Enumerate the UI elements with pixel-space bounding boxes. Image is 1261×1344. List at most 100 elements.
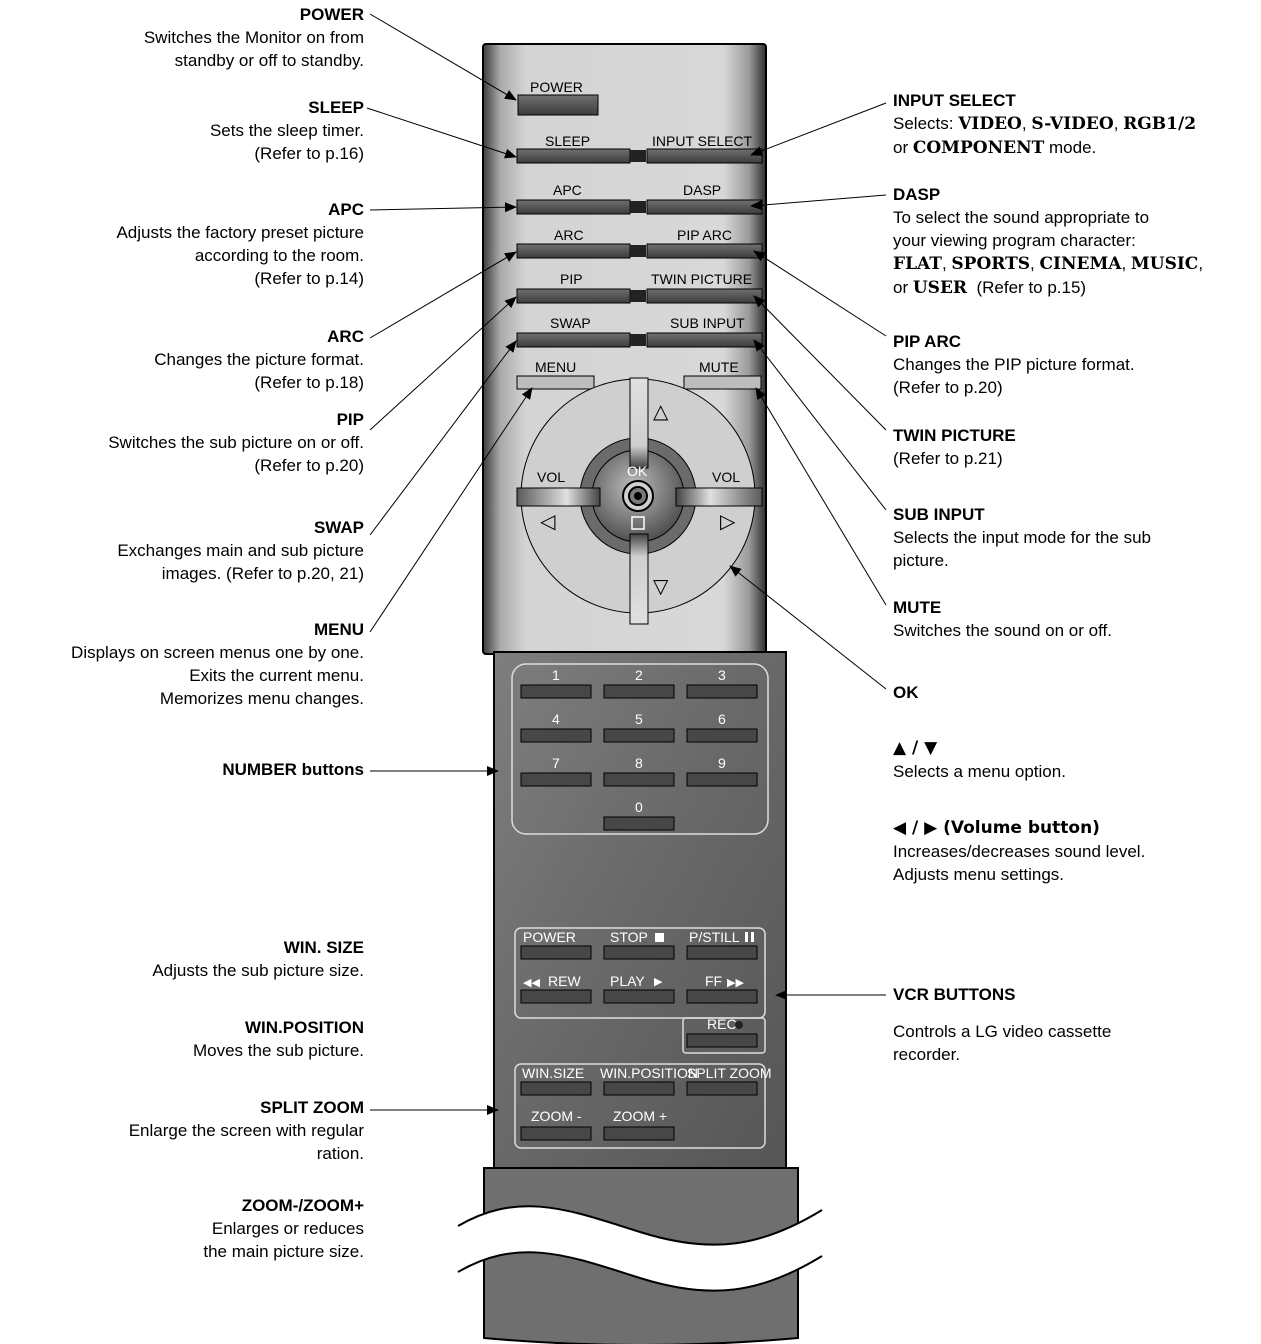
win-size-button[interactable]: WIN.SIZE <box>520 1065 592 1096</box>
annotation-text: Memorizes menu changes. <box>159 689 364 708</box>
annotation-text: Switches the sound on or off. <box>893 621 1112 640</box>
annotation-text: (Refer to p.18) <box>254 373 364 392</box>
annotation-text: (Refer to p.21) <box>893 449 1003 468</box>
annotation-title: SUB INPUT <box>893 505 985 524</box>
vcr-stop-button[interactable]: STOP <box>603 929 675 960</box>
sleep-button-label: SLEEP <box>545 133 590 149</box>
dasp-button[interactable]: DASP <box>646 182 763 215</box>
mode-name: USER <box>912 278 968 298</box>
vcr-pstill-button[interactable]: P/STILL <box>686 929 758 960</box>
annotation-text: Enlarge the screen with regular <box>128 1121 364 1140</box>
number-button-7[interactable]: 7 <box>520 755 592 787</box>
record-dot-icon <box>735 1021 743 1029</box>
power-button-label: POWER <box>530 79 583 95</box>
ok-button[interactable]: OK <box>622 463 654 530</box>
down-button[interactable]: ▽ <box>629 533 669 625</box>
number-button-9[interactable]: 9 <box>686 755 758 787</box>
annotation-volume: ◀ / ▶ (Volume button) Increases/decrease… <box>893 817 1145 886</box>
annotation-text: Exchanges main and sub picture <box>117 541 364 560</box>
vcr-ff-button[interactable]: FF ▶▶ <box>686 973 758 1004</box>
divider <box>630 334 646 346</box>
annotation-text: Changes the picture format. <box>154 350 364 369</box>
annotation-title: SLEEP <box>308 98 364 117</box>
left-arrow-icon: ◁ <box>539 509 556 533</box>
number-button-3[interactable]: 3 <box>686 667 758 699</box>
mode-name: SPORTS <box>951 254 1031 274</box>
annotation-dasp: DASP To select the sound appropriate to … <box>893 183 1253 300</box>
annotation-title: PIP ARC <box>893 332 962 351</box>
pip-arc-button[interactable]: PIP ARC <box>646 227 763 259</box>
win-position-button[interactable]: WIN.POSITION <box>600 1065 698 1096</box>
annotation-text: ration. <box>316 1144 364 1163</box>
input-select-button-label: INPUT SELECT <box>652 133 753 149</box>
annotation-title: INPUT SELECT <box>893 91 1016 110</box>
down-arrow-icon: ▽ <box>653 574 669 598</box>
annotation-power: POWER Switches the Monitor on from stand… <box>144 3 364 72</box>
dasp-button-label: DASP <box>683 182 721 198</box>
apc-button[interactable]: APC <box>516 182 631 215</box>
swap-button[interactable]: SWAP <box>516 315 631 348</box>
twin-picture-button[interactable]: TWIN PICTURE <box>646 271 763 304</box>
vol-right-button[interactable]: VOL ▷ <box>675 469 763 533</box>
annotation-text: Exits the current menu. <box>189 666 364 685</box>
annotation-text: Increases/decreases sound level. <box>893 842 1146 861</box>
vcr-power-button[interactable]: POWER <box>520 929 592 960</box>
input-select-button[interactable]: INPUT SELECT <box>646 133 763 164</box>
number-button-8[interactable]: 8 <box>603 755 675 787</box>
number-button-5[interactable]: 5 <box>603 711 675 743</box>
vol-left-button[interactable]: VOL ◁ <box>516 469 601 533</box>
annotation-title: TWIN PICTURE <box>893 426 1016 445</box>
annotation-apc: APC Adjusts the factory preset picture a… <box>116 198 364 290</box>
annotation-text: according to the room. <box>194 246 364 265</box>
up-button[interactable]: △ <box>629 377 669 469</box>
vcr-rew-button[interactable]: ◀◀ REW <box>520 973 592 1004</box>
annotation-title: SWAP <box>313 518 364 537</box>
menu-button-label: MENU <box>535 359 576 375</box>
win-position-label: WIN.POSITION <box>600 1065 698 1081</box>
annotation-text: images. (Refer to p.20, 21) <box>161 564 364 583</box>
split-zoom-button[interactable]: SPLIT ZOOM <box>686 1065 772 1096</box>
power-button[interactable]: POWER <box>517 79 599 116</box>
vcr-rec-button[interactable]: REC <box>682 1016 766 1054</box>
pip-arc-button-label: PIP ARC <box>677 227 732 243</box>
swap-button-label: SWAP <box>550 315 591 331</box>
mute-button[interactable]: MUTE <box>683 359 762 390</box>
annotation-title: WIN. SIZE <box>283 938 364 957</box>
annotation-text: Moves the sub picture. <box>192 1041 364 1060</box>
annotation-text: (Refer to p.14) <box>254 269 364 288</box>
number-button-4[interactable]: 4 <box>520 711 592 743</box>
annotation-title: MUTE <box>893 598 942 617</box>
annotation-title: WIN.POSITION <box>245 1018 364 1037</box>
zoom-plus-label: ZOOM + <box>613 1108 667 1124</box>
number-button-label: 4 <box>552 711 560 727</box>
annotation-pip-arc: PIP ARC Changes the PIP picture format. … <box>893 330 1135 399</box>
divider <box>630 150 646 162</box>
sleep-button[interactable]: SLEEP <box>516 133 631 164</box>
twin-picture-button-label: TWIN PICTURE <box>651 271 752 287</box>
annotation-up-down: ▲ / ▼ Selects a menu option. <box>893 737 1066 783</box>
annotation-text: recorder. <box>893 1045 961 1064</box>
right-arrow-icon: ▷ <box>720 509 736 533</box>
annotation-text: the main picture size. <box>203 1242 364 1261</box>
vcr-play-button[interactable]: PLAY ▶ <box>603 973 675 1004</box>
number-button-label: 0 <box>635 799 643 815</box>
pip-button[interactable]: PIP <box>516 271 631 304</box>
annotation-swap: SWAP Exchanges main and sub picture imag… <box>117 516 364 585</box>
annotation-text: Selects the input mode for the sub <box>893 528 1151 547</box>
number-button-label: 1 <box>552 667 560 683</box>
number-button-label: 3 <box>718 667 726 683</box>
number-button-2[interactable]: 2 <box>603 667 675 699</box>
divider <box>630 245 646 257</box>
leader-lines <box>366 13 887 1115</box>
zoom-minus-button[interactable]: ZOOM - <box>520 1108 592 1141</box>
vcr-rec-label: REC <box>707 1016 737 1032</box>
number-button-6[interactable]: 6 <box>686 711 758 743</box>
vcr-ff-label: FF <box>705 973 722 989</box>
pause-icon <box>745 932 748 942</box>
menu-button[interactable]: MENU <box>516 359 595 390</box>
arc-button[interactable]: ARC <box>516 227 631 259</box>
number-button-1[interactable]: 1 <box>520 667 592 699</box>
number-button-0[interactable]: 0 <box>603 799 675 831</box>
zoom-plus-button[interactable]: ZOOM + <box>603 1108 675 1141</box>
